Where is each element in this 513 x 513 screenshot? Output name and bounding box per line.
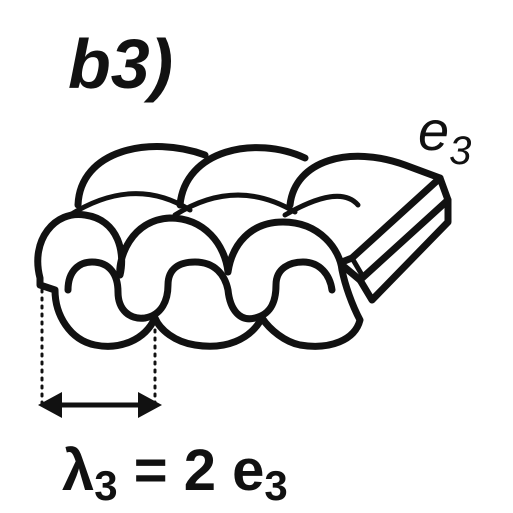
fold-back-hump-3 [286, 152, 444, 209]
wavelength-arrow-left-head [38, 392, 62, 418]
formula-lambda-subscript: 3 [94, 462, 117, 509]
thickness-label: e3 [418, 99, 471, 173]
formula-lambda: λ [62, 438, 94, 503]
formula-e-subscript: 3 [264, 462, 287, 509]
layer-end-bottom [356, 196, 452, 304]
ridge-line-2 [172, 192, 298, 218]
fold-back-hump-2 [176, 144, 309, 209]
panel-label: b3) [68, 25, 173, 103]
ridge-line-3 [282, 193, 361, 218]
wavelength-arrow-right-head [138, 392, 162, 418]
front-fold-profile-inner [64, 258, 336, 323]
formula-equals: = 2 [118, 438, 232, 503]
layer-end-edge [349, 255, 365, 278]
formula-e: e [232, 438, 264, 503]
wavelength-formula: λ3 = 2 e3 [62, 438, 288, 509]
thickness-symbol: e [418, 99, 449, 162]
thickness-subscript: 3 [449, 129, 471, 173]
fold-back-hump-1 [74, 143, 209, 209]
ridge-line-1 [67, 191, 193, 218]
front-fold-profile-outer [34, 210, 364, 350]
